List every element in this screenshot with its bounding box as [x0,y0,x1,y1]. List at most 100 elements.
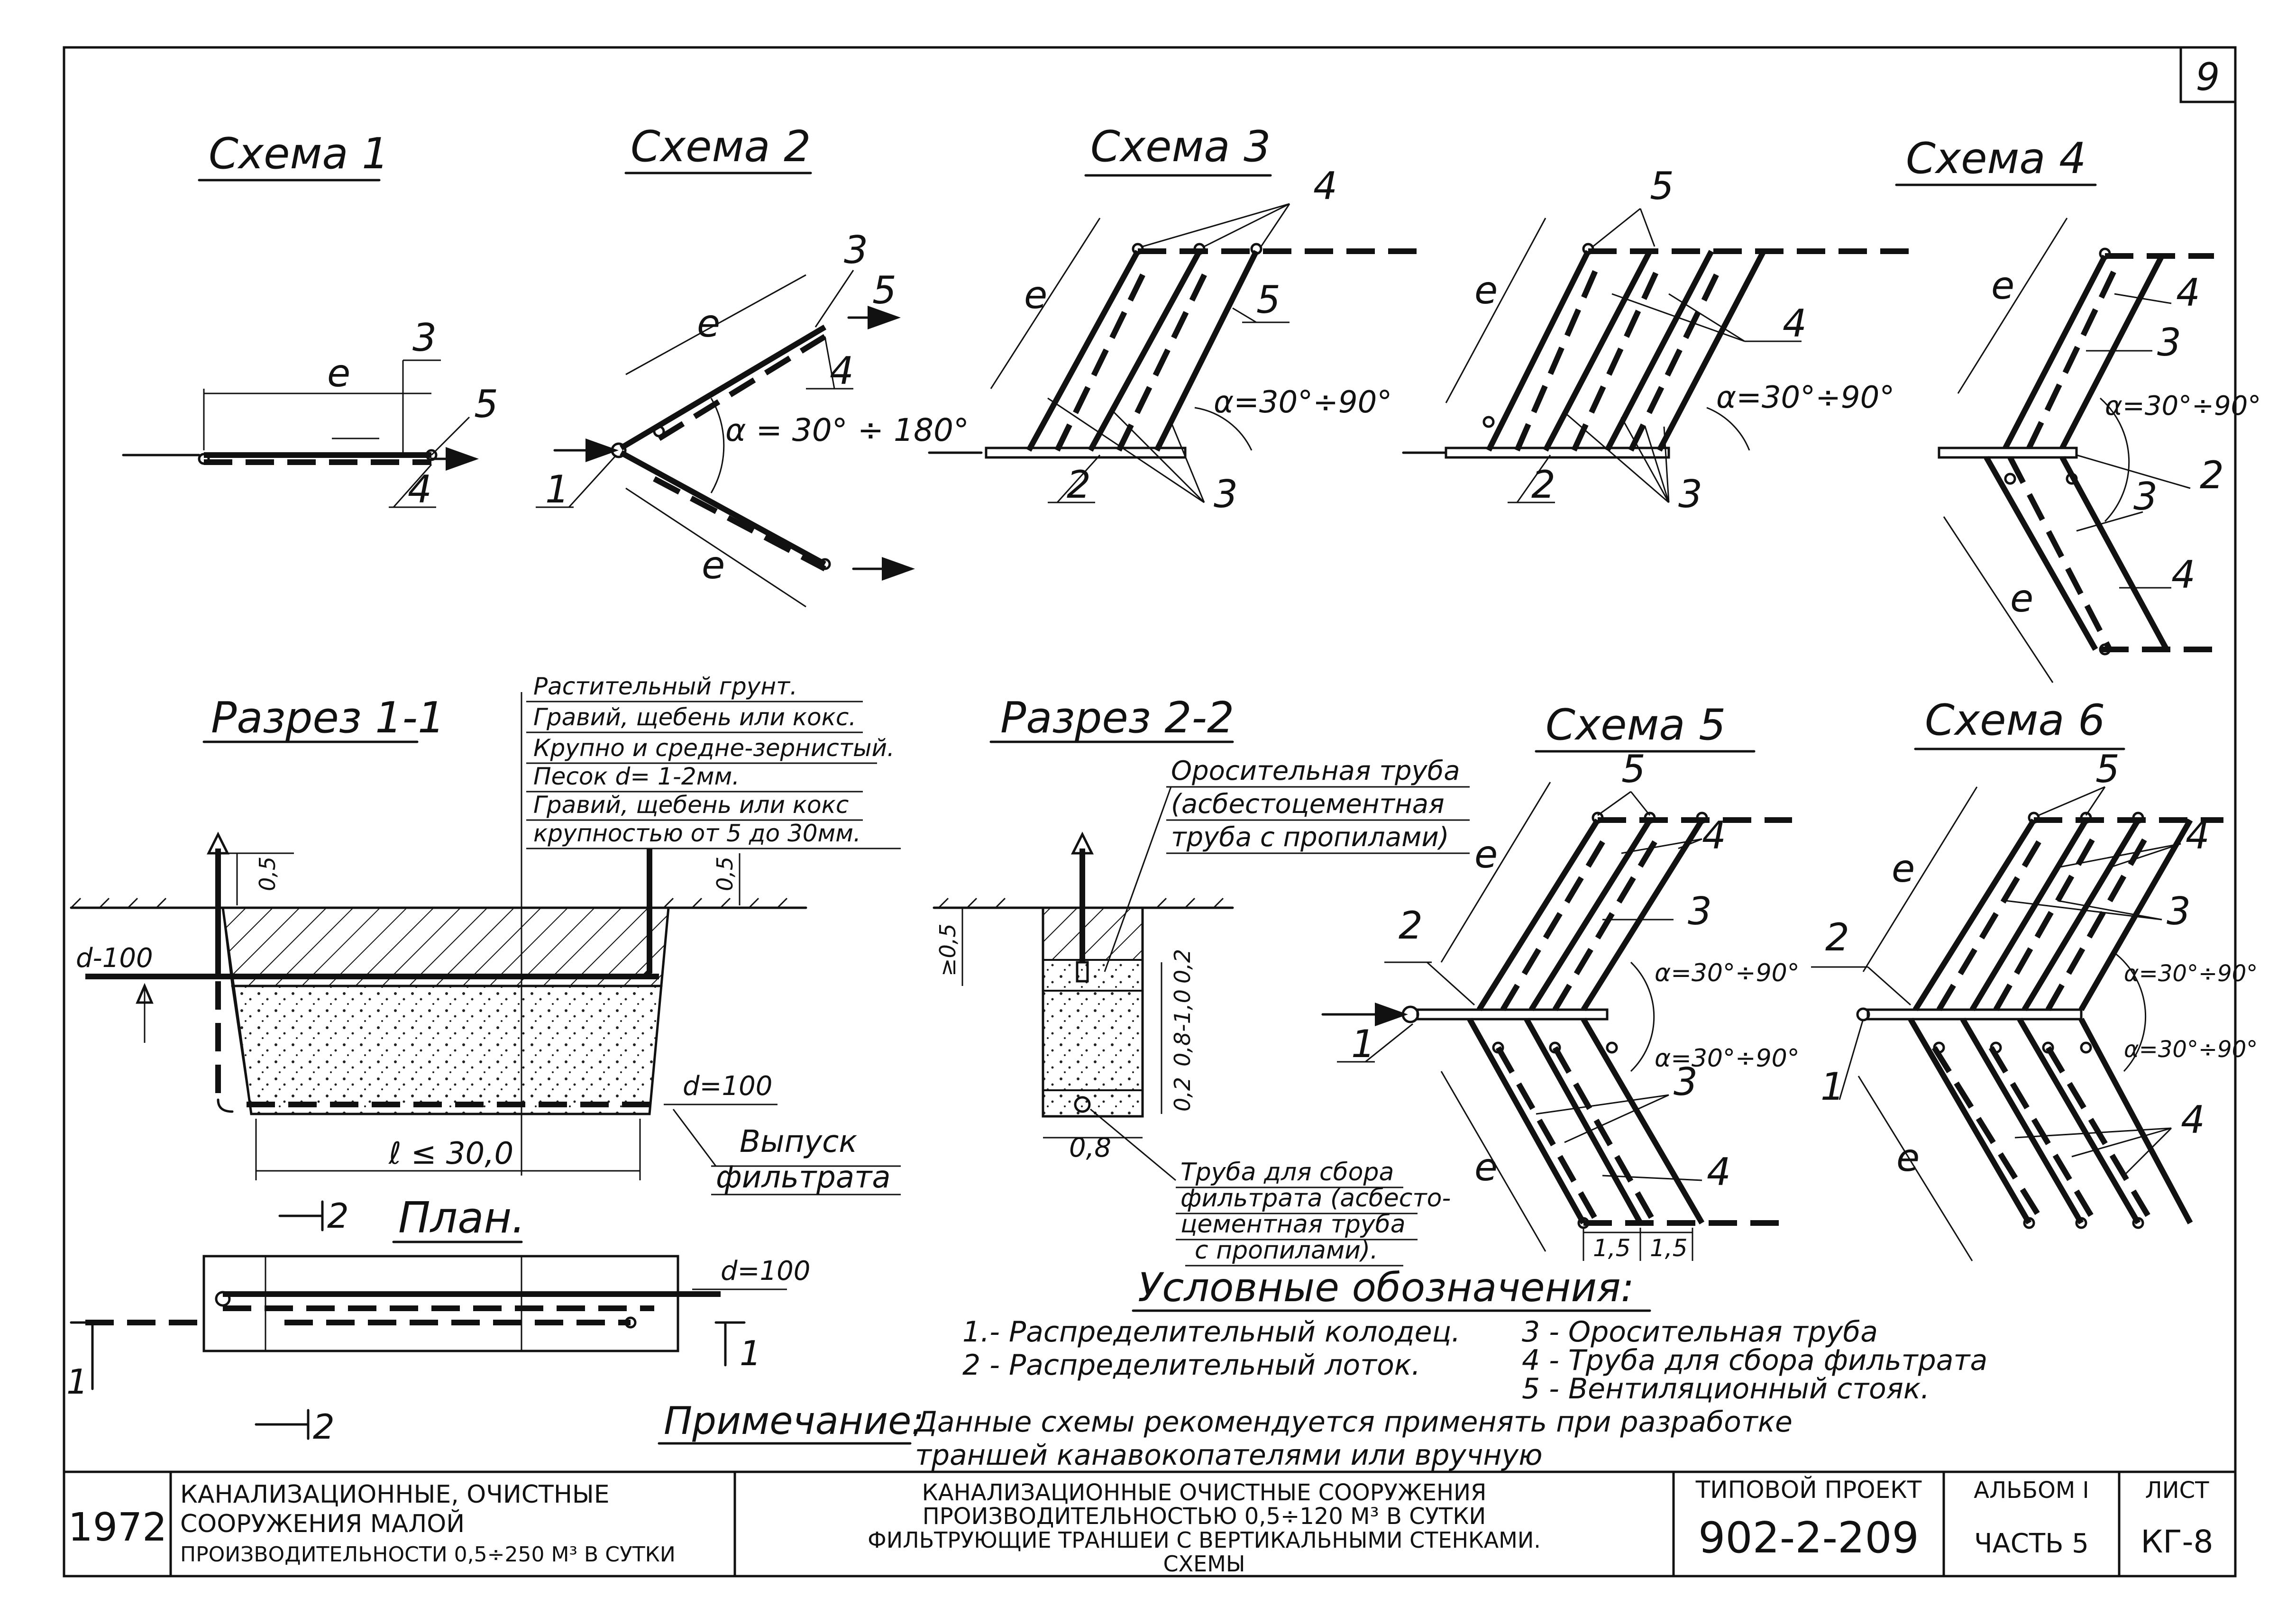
scheme-5-callout-3a: 3 [1688,889,1712,933]
scheme-2-angle: α = 30° ÷ 180° [725,412,969,448]
scheme-4-callout-4b: 4 [2171,553,2195,597]
dim-0-2-top: 0,2 [1170,949,1195,984]
legend-title: Условные обозначения: [1138,1264,1634,1311]
scheme-6-title: Схема 6 [1925,695,2105,745]
legend-item-2: 2 - Распределительный лоток. [962,1349,1420,1382]
scheme-3a-callout-2: 2 [1067,463,1091,507]
scheme-3b-callout-4: 4 [1783,301,1807,346]
scheme-6-angle-2: α=30°÷90° [2124,1036,2258,1063]
section-1-1-length: ℓ ≤ 30,0 [388,1136,513,1171]
scheme-2-callout-4: 4 [830,349,854,393]
scheme-6-callout-2: 2 [1825,915,1849,959]
note-line-1: Данные схемы рекомендуется применять при… [914,1405,1793,1439]
scheme-3a-angle: α=30°÷90° [1214,385,1392,420]
tb-project-number: 902-2-209 [1698,1513,1919,1563]
tb-album: Альбом I [1974,1477,2089,1504]
section-1-1-dim-top-1: 0,5 [255,857,280,891]
note: Примечание: Данные схемы рекомендуется п… [658,1399,1793,1472]
plan-cut-1-left: 1 [66,1362,88,1402]
dim-0-2-bottom: 0,2 [1170,1077,1195,1112]
layer-5: Гравий, щебень или кокс [533,791,849,819]
scheme-5: Схема 5 e e α=30°÷90° α=30°÷90° 5 [1321,700,1800,1262]
scheme-5-angle-1: α=30°÷90° [1655,959,1800,987]
scheme-5-dim-2: 1,5 [1650,1234,1688,1262]
scheme-5-length-2: e [1474,1145,1498,1189]
scheme-5-angle-2: α=30°÷90° [1655,1044,1800,1073]
legend-item-1: 1.- Распределительный колодец. [962,1315,1460,1349]
scheme-4-callout-3a: 3 [2157,320,2181,365]
scheme-5-dim-1: 1,5 [1593,1234,1631,1262]
section-1-1-d-out: d=100 [683,1071,772,1102]
scheme-1-length: e [327,351,350,395]
sheet-frame [63,46,2237,1578]
scheme-4-length-2: e [2010,576,2033,620]
scheme-5-callout-1: 1 [1351,1022,1375,1066]
collector-note-4: с пропилами). [1195,1236,1378,1265]
legend-item-4: 4 - Труба для сбора фильтрата [1522,1344,1987,1377]
scheme-5-title: Схема 5 [1546,700,1726,750]
scheme-4: Схема 4 e e α=30°÷90° 4 3 2 3 4 [1895,134,2261,683]
scheme-5-callout-2: 2 [1399,903,1423,948]
scheme-3b-callout-2: 2 [1531,463,1555,507]
tb-title-2: производительностью 0,5÷120 м³ в сутки [923,1503,1486,1530]
scheme-6-callout-5: 5 [2095,747,2120,791]
scheme-4-length-1: e [1991,264,2014,308]
scheme-2: Схема 2 e e α = 30° ÷ 180° 1 3 5 4 [536,122,969,608]
legend-item-3: 3 - Оросительная труба [1522,1315,1878,1349]
scheme-3a-callout-4: 4 [1313,164,1337,208]
note-line-2: траншей канавокопателями или вручную [915,1439,1543,1472]
tb-title-4: Схемы [1163,1551,1245,1577]
scheme-1-callout-4: 4 [408,467,432,511]
scheme-3b: e α=30°÷90° 5 4 2 3 [1402,164,1911,516]
section-1-1-dim-top-2: 0,5 [712,857,738,891]
scheme-3a: Схема 3 e α=30°÷90° 4 5 2 3 [928,122,1418,516]
scheme-1-title: Схема 1 [209,129,389,179]
scheme-1: Схема 1 e 3 5 4 [122,129,498,511]
section-2-2-title: Разрез 2-2 [1000,693,1234,743]
scheme-6-callout-4b: 4 [2181,1098,2205,1142]
tb-series-1: Канализационные, очистные [180,1480,610,1509]
section-1-1-d-in: d-100 [76,943,153,974]
scheme-6-angle-1: α=30°÷90° [2124,960,2258,987]
plan-cut-2-bottom: 2 [313,1407,335,1447]
tb-part: Часть 5 [1974,1528,2089,1559]
scheme-4-title: Схема 4 [1906,134,2086,183]
scheme-6: Схема 6 e e α=30°÷90° α=30°÷9 [1811,695,2258,1261]
layer-6: крупностью от 5 до 30мм. [533,820,861,847]
scheme-6-callout-1: 1 [1820,1065,1845,1109]
scheme-5-callout-5: 5 [1621,747,1646,791]
scheme-2-callout-1: 1 [545,467,569,511]
section-1-1: Разрез 1-1 Растительный грунт. Гравий, щ… [70,673,901,1195]
plan-title: План. [398,1193,525,1243]
plan-d: d=100 [721,1256,810,1286]
scheme-5-callout-4a: 4 [1702,813,1726,858]
scheme-5-callout-3b: 3 [1674,1060,1698,1104]
sprinkler-note-3: труба с пропилами) [1171,822,1449,853]
dim-width: 0,8 [1069,1132,1111,1163]
scheme-3a-callout-3: 3 [1214,472,1238,516]
scheme-1-callout-3: 3 [412,316,437,360]
section-2-2: Разрез 2-2 Оросительная труба (асбестоце… [933,693,1470,1267]
scheme-2-callout-5: 5 [872,268,896,312]
sheet-number: 9 [2196,55,2220,99]
tb-title-3: Фильтрующие траншеи с вертикальными стен… [868,1527,1541,1553]
scheme-6-callout-4a: 4 [2186,813,2210,858]
scheme-1-callout-5: 5 [474,382,498,426]
tb-title-1: Канализационные очистные сооружения [922,1479,1487,1506]
scheme-3b-callout-3: 3 [1678,472,1702,516]
tb-project-label: Типовой проект [1695,1476,1922,1504]
scheme-4-callout-4a: 4 [2176,271,2200,315]
scheme-4-callout-2: 2 [2200,453,2224,497]
tb-sheet-label: Лист [2145,1477,2210,1504]
scheme-3b-callout-5: 5 [1650,164,1674,208]
plan-cut-2-top: 2 [327,1196,349,1236]
scheme-3a-length: e [1024,273,1047,317]
scheme-4-callout-3b: 3 [2133,474,2158,519]
scheme-6-length-2: e [1896,1136,1920,1180]
layer-2: Гравий, щебень или кокс. [533,703,856,731]
sprinkler-note-2: (асбестоцементная [1171,789,1445,820]
outlet-label-2: фильтрата [716,1160,891,1195]
scheme-6-callout-3: 3 [2167,889,2191,933]
scheme-5-callout-4b: 4 [1707,1150,1731,1194]
